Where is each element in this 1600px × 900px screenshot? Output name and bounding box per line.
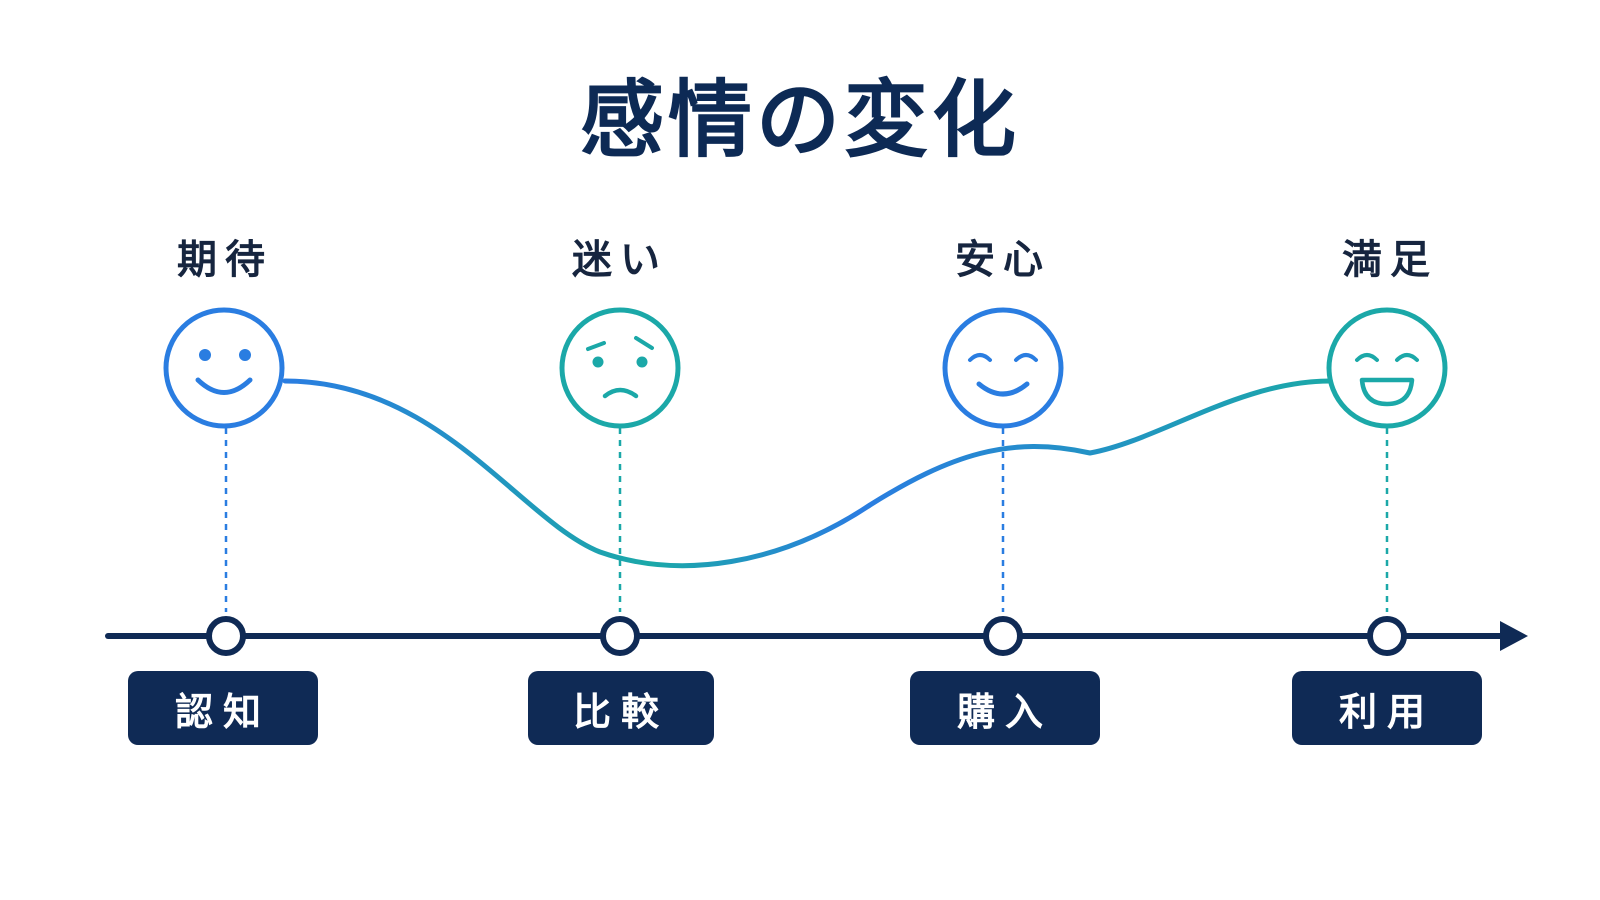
worried-face-icon — [559, 307, 681, 429]
emotion-label-hesitation: 迷い — [572, 237, 668, 283]
timeline-node — [206, 616, 246, 656]
page-title: 感情の変化 — [579, 71, 1020, 169]
stage-box-comparison: 比較 — [528, 671, 714, 745]
timeline-node — [1367, 616, 1407, 656]
stage-box-purchase: 購入 — [910, 671, 1100, 745]
emotion-label-relief: 安心 — [955, 237, 1051, 283]
content-face-icon — [942, 307, 1064, 429]
emotion-label-expectation: 期待 — [177, 237, 273, 283]
timeline-node — [600, 616, 640, 656]
smile-face-icon — [163, 307, 285, 429]
emotion-label-satisfaction: 満足 — [1342, 237, 1438, 283]
stage-box-usage: 利用 — [1292, 671, 1482, 745]
arrow-head-icon — [1500, 621, 1528, 651]
emotion-curve — [282, 378, 1333, 569]
laughing-face-icon — [1326, 307, 1448, 429]
timeline-node — [983, 616, 1023, 656]
stage-box-awareness: 認知 — [128, 671, 318, 745]
